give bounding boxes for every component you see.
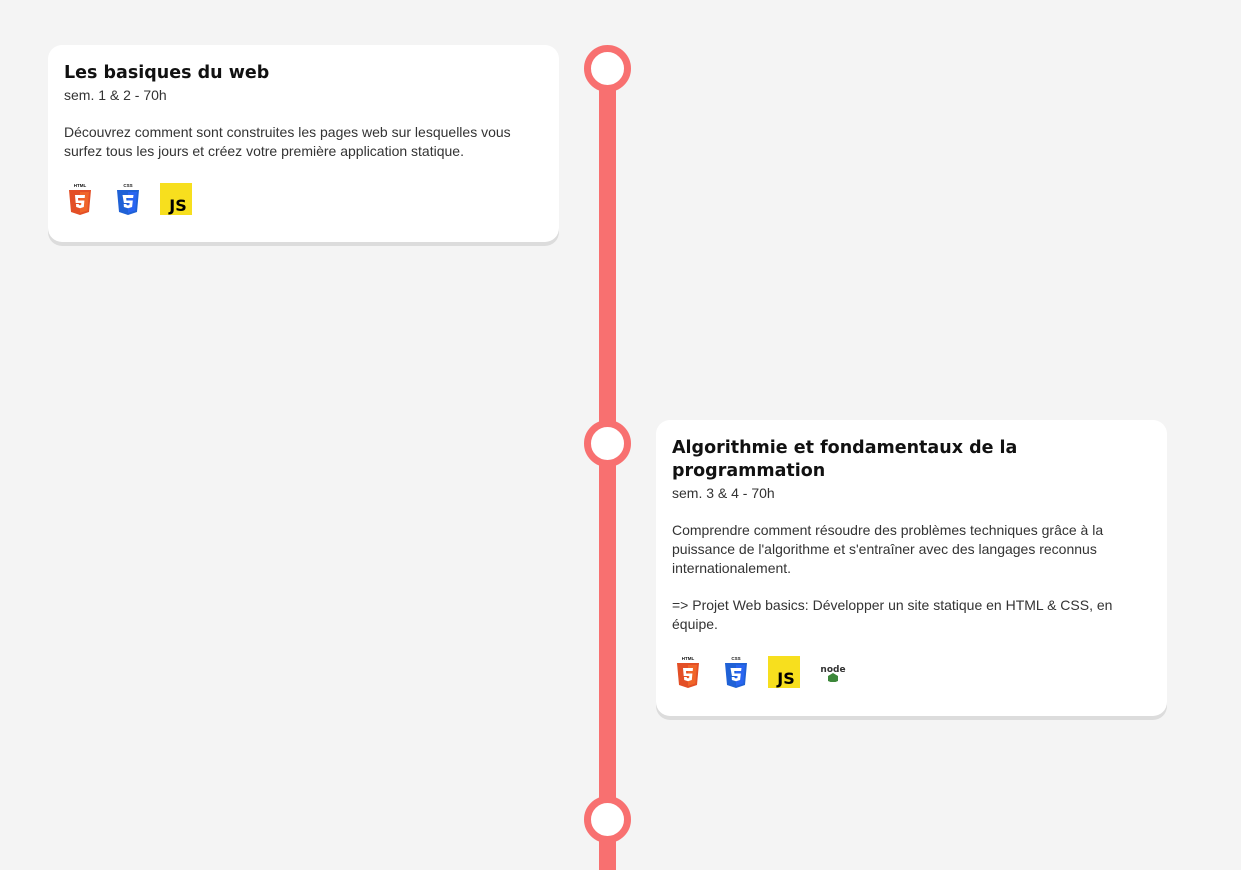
module-title: Les basiques du web bbox=[64, 63, 270, 83]
timeline-line bbox=[599, 70, 616, 870]
svg-text:HTML: HTML bbox=[682, 656, 695, 661]
css3-icon: CSS bbox=[117, 183, 139, 215]
module-description: Découvrez comment sont construites les p… bbox=[64, 124, 511, 159]
module-meta: sem. 3 & 4 - 70h bbox=[672, 485, 775, 501]
html5-icon: HTML bbox=[677, 656, 699, 688]
javascript-icon: JS bbox=[160, 183, 192, 215]
svg-text:CSS: CSS bbox=[123, 183, 132, 188]
technology-logos: HTML CSS JS node bbox=[672, 655, 1151, 689]
svg-text:JS: JS bbox=[776, 669, 794, 688]
module-title: Algorithmie et fondamentaux de la progra… bbox=[672, 438, 1018, 481]
css3-icon: CSS bbox=[725, 656, 747, 688]
technology-logos: HTML CSS JS bbox=[64, 182, 543, 216]
html5-icon: HTML bbox=[69, 183, 91, 215]
timeline-node bbox=[584, 420, 631, 467]
nodejs-icon: node bbox=[820, 665, 846, 682]
timeline-node bbox=[584, 45, 631, 92]
svg-text:JS: JS bbox=[168, 196, 186, 215]
javascript-icon: JS bbox=[768, 656, 800, 688]
timeline-node bbox=[584, 796, 631, 843]
module-description: Comprendre comment résoudre des problème… bbox=[672, 522, 1104, 576]
module-card-web-basics: Les basiques du web sem. 1 & 2 - 70h Déc… bbox=[48, 45, 559, 242]
module-meta: sem. 1 & 2 - 70h bbox=[64, 87, 167, 103]
svg-text:HTML: HTML bbox=[74, 183, 87, 188]
svg-text:CSS: CSS bbox=[731, 656, 740, 661]
module-project: => Projet Web basics: Développer un site… bbox=[672, 597, 1113, 632]
svg-text:node: node bbox=[820, 665, 845, 675]
module-card-algorithmie: Algorithmie et fondamentaux de la progra… bbox=[656, 420, 1167, 716]
